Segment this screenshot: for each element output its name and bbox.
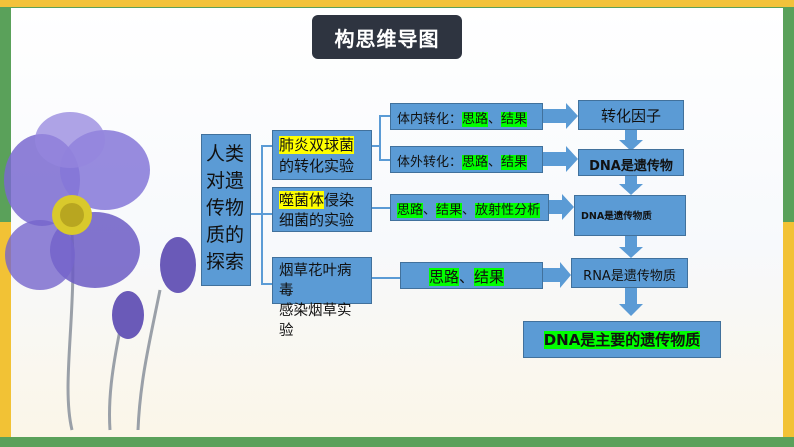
highlight-text: 结果 — [501, 112, 528, 127]
experiment-text: 细菌的实验 — [279, 211, 355, 229]
method-in-vitro: 体外转化：思路、结果 — [390, 146, 543, 173]
page-title: 构思维导图 — [312, 15, 462, 59]
experiment-phage: 噬菌体侵染 细菌的实验 — [272, 187, 372, 232]
conclusion-dna-1: DNA是遗传物 — [578, 149, 684, 176]
bottom-stripe — [0, 437, 794, 447]
highlight-text: 结果 — [436, 203, 463, 218]
highlight-text: 放射性分析 — [475, 203, 541, 218]
highlight-text: 思路 — [462, 155, 489, 170]
root-line: 质的 — [206, 224, 245, 246]
conclusion-transforming-factor: 转化因子 — [578, 100, 684, 130]
method-phage: 思路、结果、放射性分析 — [390, 194, 549, 221]
highlight-text: 思路 — [397, 203, 424, 218]
experiment-pneumococcus: 肺炎双球菌 的转化实验 — [272, 130, 372, 180]
root-line: 探索 — [206, 251, 245, 273]
top-stripe — [0, 0, 794, 7]
experiment-tmv: 烟草花叶病毒 感染烟草实验 — [272, 257, 372, 339]
experiment-text: 感染烟草实验 — [279, 303, 352, 339]
experiment-text: 侵染 — [324, 191, 355, 209]
root-line: 传物 — [206, 197, 245, 219]
method-tmv: 思路、结果 — [400, 262, 543, 289]
separator: 、 — [488, 155, 502, 170]
experiment-text: 烟草花叶病毒 — [279, 263, 352, 299]
highlight-text: 思路 — [462, 112, 489, 127]
root-line: 对遗 — [206, 170, 245, 192]
highlight-text: 肺炎双球菌 — [279, 136, 355, 154]
highlight-text: DNA是主要的遗传物质 — [543, 331, 701, 349]
highlight-text: 结果 — [501, 155, 528, 170]
conclusion-dna-2: DNA是遗传物质 — [574, 195, 686, 236]
separator: 、 — [423, 203, 437, 218]
final-conclusion: DNA是主要的遗传物质 — [523, 321, 721, 358]
method-prefix: 体内转化： — [397, 112, 463, 127]
highlight-text: 思路 — [429, 268, 460, 286]
separator: 、 — [462, 203, 476, 218]
method-prefix: 体外转化： — [397, 155, 463, 170]
highlight-text: 结果 — [474, 268, 505, 286]
separator: 、 — [488, 112, 502, 127]
experiment-text: 的转化实验 — [279, 157, 355, 175]
root-line: 人类 — [206, 143, 245, 165]
flower-illustration — [4, 112, 196, 431]
conclusion-rna: RNA是遗传物质 — [571, 258, 688, 288]
highlight-text: 噬菌体 — [279, 191, 325, 209]
method-in-vivo: 体内转化：思路、结果 — [390, 103, 543, 130]
separator: 、 — [459, 268, 475, 286]
root-box: 人类 对遗 传物 质的 探索 — [201, 134, 251, 286]
